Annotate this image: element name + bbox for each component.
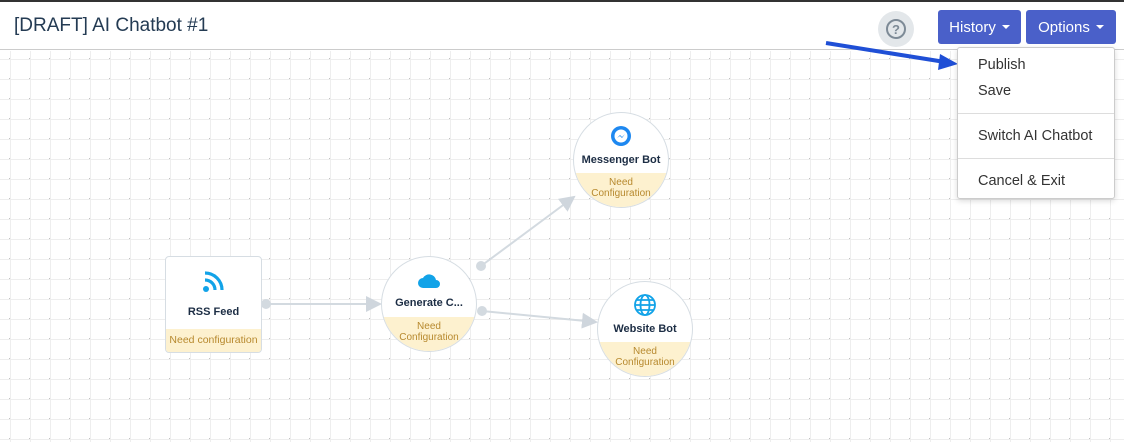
header: [DRAFT] AI Chatbot #1 ? History Options	[0, 2, 1124, 50]
cloud-icon	[418, 274, 440, 288]
options-label: Options	[1038, 18, 1090, 36]
node-status: Configuration	[615, 357, 675, 368]
menu-divider	[958, 113, 1114, 114]
flow-canvas[interactable]	[0, 51, 1124, 442]
caret-down-icon	[1095, 25, 1104, 29]
caret-down-icon	[1001, 25, 1010, 29]
annotation-arrow	[825, 41, 946, 64]
connection-generate-messenger	[480, 195, 576, 267]
options-button[interactable]: Options	[1026, 10, 1116, 44]
node-label: Website Bot	[613, 323, 677, 335]
menu-item-cancel-exit[interactable]: Cancel & Exit	[978, 173, 1066, 189]
help-button[interactable]: ?	[878, 11, 914, 47]
node-label: RSS Feed	[187, 306, 240, 318]
menu-item-publish[interactable]: Publish	[978, 57, 1026, 73]
output-port[interactable]	[261, 299, 271, 309]
menu-item-switch-ai-chatbot[interactable]: Switch AI Chatbot	[978, 128, 1093, 144]
menu-divider	[958, 158, 1114, 159]
connection-generate-website	[481, 310, 598, 329]
annotation-arrowhead	[938, 54, 958, 70]
output-port[interactable]	[477, 306, 487, 316]
node-status: Need	[609, 177, 633, 188]
menu-item-save[interactable]: Save	[978, 83, 1012, 99]
node-status: Need	[417, 321, 441, 332]
node-status: Configuration	[399, 332, 459, 343]
question-circle-icon: ?	[886, 19, 906, 39]
node-rss-feed[interactable]: RSS Feed Need configuration	[165, 256, 262, 353]
node-label: Messenger Bot	[581, 154, 661, 166]
globe-icon	[634, 294, 656, 316]
node-status: Need	[633, 346, 657, 357]
messenger-icon	[611, 126, 631, 146]
options-dropdown-menu: Publish Save Switch AI Chatbot Cancel & …	[957, 47, 1115, 199]
node-status: Need configuration	[166, 329, 261, 352]
node-label: Generate C...	[395, 297, 463, 309]
output-port[interactable]	[476, 261, 486, 271]
history-button[interactable]: History	[938, 10, 1021, 44]
page-title: [DRAFT] AI Chatbot #1	[14, 15, 209, 36]
rss-icon	[202, 271, 224, 292]
node-status: Configuration	[591, 188, 651, 199]
history-label: History	[949, 18, 996, 36]
top-border	[0, 0, 1124, 2]
